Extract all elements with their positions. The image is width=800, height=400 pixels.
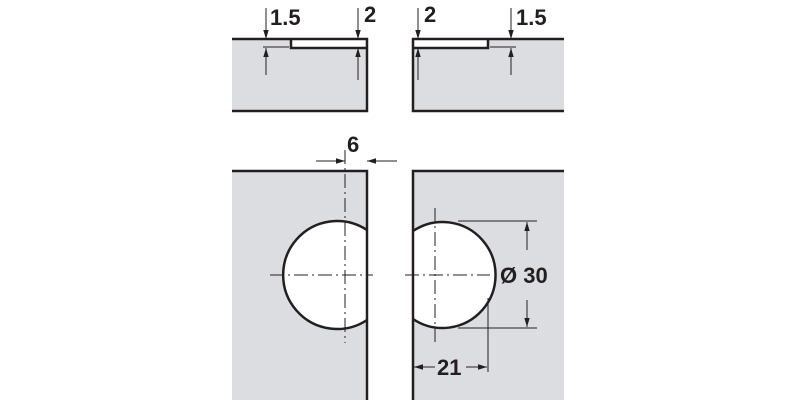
edge-distance-label: 6 xyxy=(347,132,359,157)
top-right-section: 2 1.5 xyxy=(411,2,564,113)
depth-label-2: 2 xyxy=(364,2,376,27)
bottom-right-section: Ø 30 21 xyxy=(405,169,564,400)
bottom-left-section: 6 xyxy=(232,132,397,400)
depth-label-1-5: 1.5 xyxy=(270,5,301,30)
depth-label-1-5: 1.5 xyxy=(516,5,547,30)
depth-label-2: 2 xyxy=(424,2,436,27)
diameter-label: Ø 30 xyxy=(500,263,548,288)
offset-label: 21 xyxy=(437,355,461,380)
top-left-section: 1.5 2 xyxy=(232,2,376,113)
